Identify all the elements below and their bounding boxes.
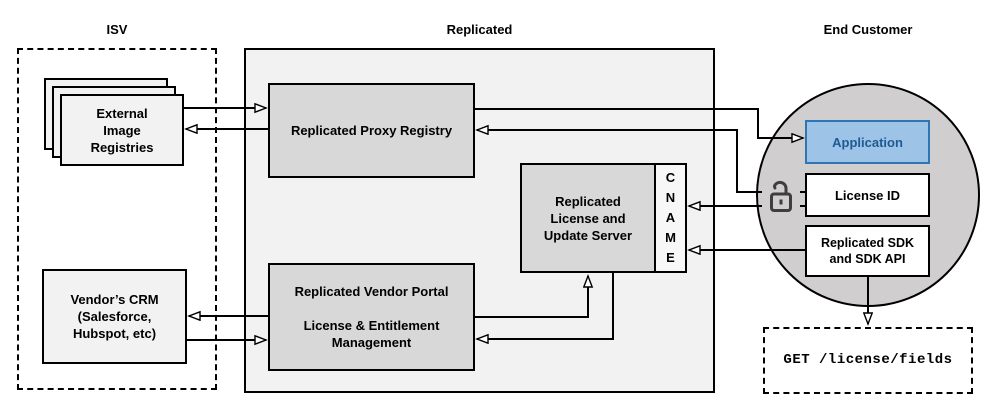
license-id-label: License ID xyxy=(834,187,901,203)
arrow-license-server-to-portal xyxy=(477,273,614,339)
cname-strip: CNAME xyxy=(654,163,687,273)
replicated-section-title: Replicated xyxy=(446,22,513,37)
end-customer-section-title: End Customer xyxy=(823,22,913,37)
get-license-fields-label: GET /license/fields xyxy=(783,352,953,368)
external-image-registries-box: External Image Registries xyxy=(60,94,184,166)
application-box: Application xyxy=(805,120,930,164)
replicated-license-update-server-box: Replicated License and Update Server xyxy=(520,163,656,273)
external-image-registries-label: External Image Registries xyxy=(90,105,154,155)
isv-section-title: ISV xyxy=(106,22,128,37)
replicated-vendor-portal-label: Replicated Vendor Portal License & Entit… xyxy=(294,284,449,350)
license-id-box: License ID xyxy=(805,173,930,217)
get-license-fields-box: GET /license/fields xyxy=(763,327,973,394)
isv-region-box xyxy=(17,48,217,390)
cname-label: CNAME xyxy=(665,170,676,265)
arrow-proxy-to-application xyxy=(475,108,803,138)
vendors-crm-box: Vendor’s CRM (Salesforce, Hubspot, etc) xyxy=(42,269,187,364)
unlock-icon xyxy=(762,176,800,216)
replicated-sdk-box: Replicated SDK and SDK API xyxy=(805,225,930,277)
replicated-vendor-portal-box: Replicated Vendor Portal License & Entit… xyxy=(268,263,475,371)
replicated-sdk-label: Replicated SDK and SDK API xyxy=(820,236,915,266)
application-label: Application xyxy=(832,134,903,150)
arrow-portal-to-license-server xyxy=(475,276,588,318)
replicated-proxy-registry-label: Replicated Proxy Registry xyxy=(290,123,453,138)
replicated-proxy-registry-box: Replicated Proxy Registry xyxy=(268,83,475,178)
vendors-crm-label: Vendor’s CRM (Salesforce, Hubspot, etc) xyxy=(70,292,159,341)
open-padlock-icon xyxy=(770,180,792,212)
replicated-license-update-server-label: Replicated License and Update Server xyxy=(543,193,633,243)
